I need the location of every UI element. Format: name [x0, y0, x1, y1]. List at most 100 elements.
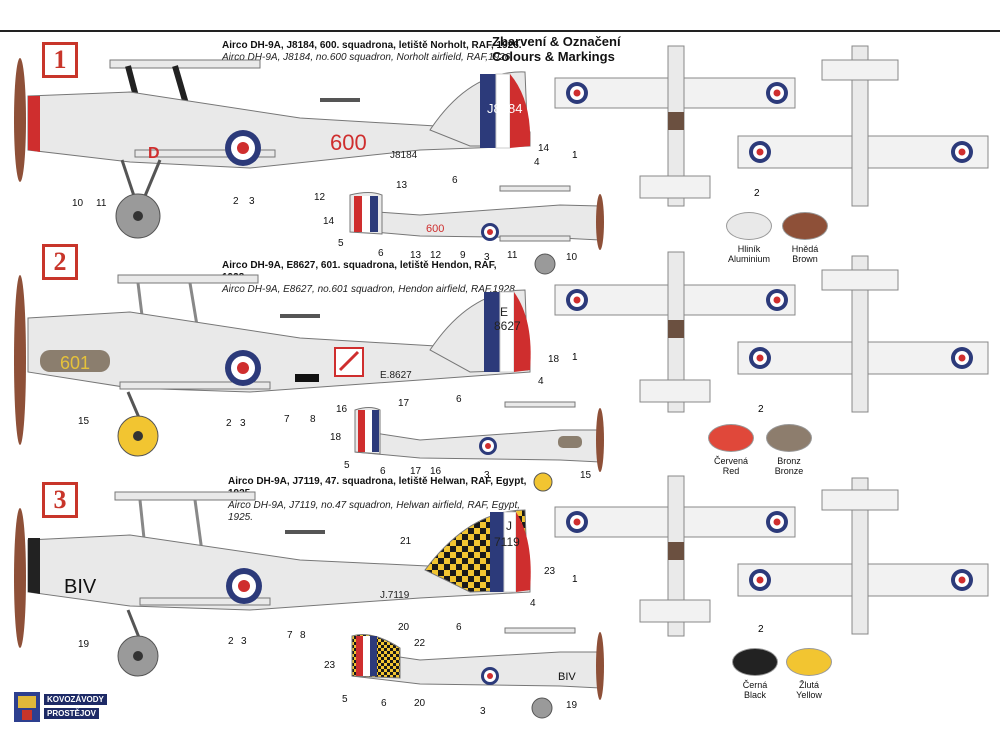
svg-text:10: 10 — [72, 198, 84, 209]
svg-text:11: 11 — [96, 198, 107, 209]
svg-text:1: 1 — [572, 352, 578, 363]
svg-text:6: 6 — [456, 394, 462, 405]
svg-text:3: 3 — [480, 706, 486, 717]
profile-1-upper-wing — [109, 59, 261, 69]
profile-3-serial: J.7119 — [380, 590, 410, 601]
profile-3-caption-en: Airco DH-9A, J7119, no.47 squadron, Helw… — [228, 500, 521, 523]
svg-text:600: 600 — [426, 223, 444, 235]
swatch-aluminium-blob — [726, 212, 772, 240]
svg-text:14: 14 — [538, 143, 550, 154]
svg-text:7: 7 — [284, 414, 290, 425]
svg-text:20: 20 — [414, 698, 426, 709]
svg-text:D: D — [148, 145, 160, 162]
svg-text:19: 19 — [566, 700, 578, 711]
swatch-brown: Hnědá Brown — [770, 212, 840, 264]
svg-text:4: 4 — [534, 157, 540, 168]
svg-text:13: 13 — [396, 180, 408, 191]
profile-1-caption-en: Airco DH-9A, J8184, no.600 squadron, Nor… — [222, 52, 514, 63]
svg-text:3: 3 — [484, 470, 490, 481]
svg-text:22: 22 — [414, 638, 426, 649]
svg-text:3: 3 — [240, 418, 246, 429]
profile-1-rudder-serial: J8184 — [487, 101, 522, 116]
svg-text:2: 2 — [758, 404, 764, 415]
svg-text:14: 14 — [323, 216, 335, 227]
swatch-aluminium: Hliník Aluminium — [714, 212, 784, 264]
heading-cz: Zbarvení & Označení — [492, 34, 621, 49]
profile-2-side-view: 601 E.8627 E 8627 15 2 3 7 8 16 17 6 4 1… — [14, 274, 560, 457]
profile-1-fuselage-code: 600 — [330, 130, 367, 155]
svg-text:8: 8 — [310, 414, 316, 425]
profile-2-serial: E.8627 — [380, 370, 412, 381]
svg-text:5: 5 — [338, 238, 344, 249]
svg-text:8: 8 — [300, 630, 306, 641]
svg-text:23: 23 — [544, 566, 556, 577]
svg-text:4: 4 — [538, 376, 544, 387]
profile-1-caption-cz: Airco DH-9A, J8184, 600. squadrona, leti… — [222, 40, 522, 51]
svg-text:17: 17 — [410, 466, 422, 477]
svg-text:2: 2 — [754, 188, 760, 199]
swatch-red: Červená Red — [696, 424, 766, 476]
heading-en: Colours & Markings — [492, 49, 615, 64]
svg-text:2: 2 — [226, 418, 232, 429]
svg-text:16: 16 — [430, 466, 442, 477]
svg-text:2: 2 — [758, 624, 764, 635]
profile-3-propeller — [14, 508, 26, 648]
profile-1-small-view: 600 14 5 6 13 12 9 3 11 10 — [323, 185, 604, 275]
swatch-bronze: Bronz Bronze — [754, 424, 824, 476]
profile-2-badge: 2 — [42, 244, 78, 280]
svg-text:3: 3 — [249, 196, 255, 207]
svg-text:E: E — [500, 305, 508, 319]
svg-text:1: 1 — [572, 574, 578, 585]
svg-text:6: 6 — [378, 248, 384, 259]
profile-3-small-view: BIV 23 22 5 6 20 3 19 — [324, 627, 604, 719]
svg-text:13: 13 — [410, 250, 422, 261]
profile-2-caption-en: Airco DH-9A, E8627, no.601 squadron, Hen… — [222, 284, 518, 295]
svg-text:2: 2 — [233, 196, 239, 207]
svg-text:6: 6 — [456, 622, 462, 633]
plan-views: 1 2 1 2 1 2 — [554, 45, 989, 637]
profile-1-propeller — [14, 58, 26, 182]
svg-text:18: 18 — [548, 354, 560, 365]
svg-text:11: 11 — [507, 250, 518, 261]
svg-text:23: 23 — [324, 660, 336, 671]
svg-text:7119: 7119 — [494, 535, 520, 549]
profile-3-fuselage-code: BIV — [64, 576, 97, 598]
svg-text:7: 7 — [287, 630, 293, 641]
profile-2-small-view: 18 5 6 17 16 3 15 — [330, 401, 604, 492]
svg-text:9: 9 — [460, 250, 466, 261]
colours-markings-heading: Zbarvení & Označení Colours & Markings — [492, 34, 621, 64]
profile-1-serial: J8184 — [390, 150, 418, 161]
profile-3-badge: 3 — [42, 482, 78, 518]
svg-text:12: 12 — [314, 192, 326, 203]
profile-2-fuselage-code: 601 — [60, 353, 90, 373]
profile-1-badge: 1 — [42, 42, 78, 78]
svg-text:18: 18 — [330, 432, 342, 443]
svg-text:J: J — [506, 519, 512, 533]
svg-text:19: 19 — [78, 639, 90, 650]
svg-text:17: 17 — [398, 398, 410, 409]
svg-text:8627: 8627 — [494, 319, 521, 333]
swatch-black: Černá Black — [720, 648, 790, 700]
svg-text:BIV: BIV — [558, 671, 576, 683]
svg-text:3: 3 — [484, 252, 490, 263]
svg-text:5: 5 — [344, 460, 350, 471]
svg-text:6: 6 — [380, 466, 386, 477]
profile-2-propeller — [14, 275, 26, 445]
svg-text:1: 1 — [572, 150, 578, 161]
svg-text:10: 10 — [566, 252, 578, 263]
profile-1-caption: Airco DH-9A, J8184, 600. squadrona, leti… — [222, 40, 522, 64]
svg-text:20: 20 — [398, 622, 410, 633]
kovozavody-logo: KOVOZÁVODY PROSTĚJOV — [14, 692, 114, 722]
swatch-yellow: Žlutá Yellow — [774, 648, 844, 700]
svg-text:2: 2 — [228, 636, 234, 647]
svg-text:12: 12 — [430, 250, 442, 261]
svg-text:16: 16 — [336, 404, 348, 415]
svg-text:15: 15 — [78, 416, 90, 427]
svg-text:6: 6 — [452, 175, 458, 186]
svg-text:15: 15 — [580, 470, 592, 481]
top-rule — [0, 30, 1000, 32]
svg-text:4: 4 — [530, 598, 536, 609]
svg-text:21: 21 — [400, 536, 412, 547]
svg-text:3: 3 — [241, 636, 247, 647]
svg-text:5: 5 — [342, 694, 348, 705]
